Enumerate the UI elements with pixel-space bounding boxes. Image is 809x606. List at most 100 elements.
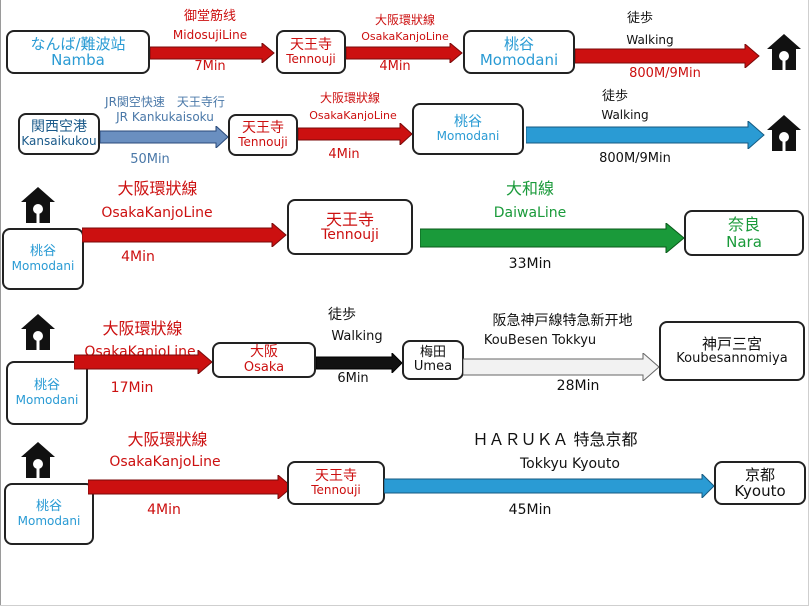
station-name-jp: 梅田 [419,344,446,360]
walk-time: 800M/9Min [599,151,671,166]
house-icon [21,314,55,350]
arrow-daiwa [420,223,685,253]
walk-time: 800M/9Min [629,66,701,81]
station-momodani: 桃谷 Momodani [6,361,88,425]
station-name-jp: 京都 [744,465,775,484]
station-tennouji: 天王寺 Tennouji [228,114,298,156]
line-label-jp: 御堂筋线 [183,9,236,24]
station-name-jp: 天王寺 [315,467,357,484]
station-koubesannomiya: 神戸三宮 Koubesannomiya [659,321,805,381]
station-name-jp: 桃谷 [35,499,62,515]
station-name-jp: 桃谷 [29,244,56,260]
line-label-en: MidosujiLine [172,28,248,42]
arrow-haruka [384,474,715,498]
house-icon [767,115,801,151]
station-name-en: Tennouji [238,135,288,150]
station-momodani: 桃谷 Momodani [2,228,84,290]
house-icon [21,442,55,478]
walk-label-jp: 徒歩 [601,89,628,104]
line-label-en: OsakaKanjoLine [109,454,221,470]
arrow-osaka-kanjo [346,43,463,63]
station-nara: 奈良 Nara [684,210,804,256]
station-name-jp: 奈良 [727,214,760,234]
arrow-osaka-kanjo [298,123,413,145]
line-label-en: KouBesen Tokkyu [483,333,597,348]
line-label-en: Tokkyu Kyouto [519,456,620,472]
line-label-jp: 大阪環狀線 [127,430,208,449]
station-name-jp: 天王寺 [290,36,332,53]
station-name-en: Tennouji [321,227,379,244]
travel-time: 50Min [130,152,170,167]
walk-time: 6Min [337,371,369,386]
travel-time: 4Min [121,249,155,265]
station-tennouji: 天王寺 Tennouji [287,461,385,505]
walk-label-en: Walking [331,329,383,344]
station-name-en: Momodani [11,258,75,273]
line-label-en: OsakaKanjoLine [101,205,213,221]
station-name-jp: 桃谷 [33,378,60,394]
line-label-en: OsakaKanjoLine [361,30,449,43]
station-umeda: 梅田 Umea [402,340,464,380]
station-name-jp: 桃谷 [454,113,482,130]
frame-border-left [0,0,1,606]
station-name-en: Kansaikukou [21,134,97,149]
line-label-en: JR Kankukaisoku [116,110,214,124]
station-name-en: Kyouto [734,482,786,500]
travel-time: 7Min [194,59,226,74]
station-name-jp: 関西空港 [31,118,87,135]
travel-time: 17Min [110,380,154,396]
station-name-jp: 神戸三宮 [701,334,762,353]
line-label-jp: 大阪環狀線 [102,319,183,338]
arrow-walk [526,121,765,149]
station-name-en: Nara [726,232,762,251]
station-momodani: 桃谷 Momodani [463,30,575,74]
travel-time: 28Min [556,378,600,394]
station-name-en: Momodani [15,392,79,407]
house-icon [21,187,55,223]
station-name-jp: 天王寺 [242,119,284,136]
station-name-en: Umea [413,359,453,374]
arrow-osaka-kanjo [88,475,293,499]
line-label-en: DaiwaLine [493,205,567,221]
station-kyouto: 京都 Kyouto [714,461,806,505]
travel-time: 4Min [379,59,411,74]
station-namba: なんば/難波站 Namba [6,30,150,74]
arrow-walk [575,44,760,68]
station-osaka: 大阪 Osaka [212,342,316,378]
walk-label-jp: 徒歩 [328,307,356,323]
travel-time: 33Min [508,256,552,272]
walk-label-jp: 徒歩 [626,11,653,26]
line-label-jp: JR関空快速 天王寺行 [105,95,225,109]
station-name-en: Momodani [17,513,81,528]
station-name-jp: なんば/難波站 [30,34,126,53]
house-icon [767,34,801,70]
line-label-jp: 大阪環狀線 [319,91,380,105]
line-label-en: OsakaKanjoLine [309,109,397,122]
line-label-jp: 大阪環狀線 [374,13,435,27]
station-name-en: Osaka [243,359,285,375]
travel-time: 4Min [147,502,181,518]
station-name-jp: 桃谷 [503,34,534,53]
line-label-jp: 阪急神戸線特急新开地 [492,313,633,329]
station-name-en: Tennouji [311,483,361,498]
station-name-jp: 天王寺 [325,209,374,229]
station-name-en: Namba [51,51,105,69]
line-label-jp: 大阪環狀線 [117,179,198,198]
station-name-en: Tennouji [286,52,336,67]
walk-label-en: Walking [601,108,649,122]
line-label-jp: 大和線 [505,179,554,198]
arrow-osaka-kanjo [74,350,213,374]
travel-time: 45Min [508,502,552,518]
station-name-en: Koubesannomiya [676,351,788,367]
arrow-walk [316,353,403,373]
station-name-en: Momodani [436,129,500,144]
station-tennouji: 天王寺 Tennouji [287,199,413,255]
line-label-jp: ＨＡＲＵＫＡ 特急京都 [472,430,638,449]
arrow-hankyu-kobe [463,353,660,381]
station-momodani: 桃谷 Momodani [4,483,94,545]
travel-time: 4Min [328,147,360,162]
station-momodani: 桃谷 Momodani [412,103,524,155]
walk-label-en: Walking [626,33,674,47]
arrow-osaka-kanjo [82,223,287,247]
